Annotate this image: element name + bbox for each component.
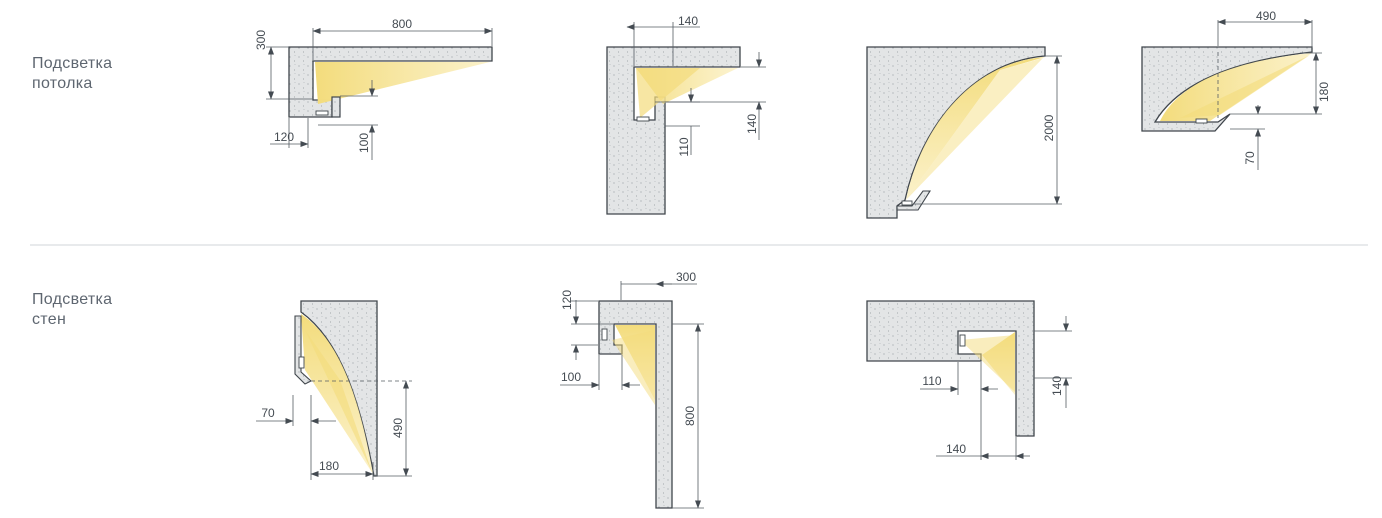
ceiling-cove-drawing-3: 2000 [866, 46, 1062, 219]
wall-cove-drawing-1: 70 180 490 [256, 300, 412, 480]
dimension-label: 800 [683, 406, 697, 426]
dimension-label: 100 [561, 370, 581, 384]
ceiling-cove-drawing-2: 140 140 110 [606, 14, 766, 215]
led-strip [636, 116, 650, 122]
dimension-label: 140 [946, 442, 966, 456]
section-label-line: стен [32, 311, 67, 328]
dimension-label: 490 [1256, 9, 1276, 23]
dimension-label: 180 [1317, 82, 1331, 102]
dimension-label: 300 [676, 270, 696, 284]
dimension-label: 800 [392, 17, 412, 31]
dimension-label: 140 [1050, 376, 1064, 396]
dimension-label: 120 [560, 290, 574, 310]
led-strip [901, 200, 913, 206]
section-label-line: Подсветка [32, 291, 113, 308]
light-beam [906, 58, 1043, 200]
section-label-line: Подсветка [32, 55, 113, 72]
led-strip [1195, 118, 1208, 124]
concrete-section [331, 96, 341, 118]
dimension-label: 490 [391, 418, 405, 438]
light-beam [906, 57, 1045, 200]
light-beam [1180, 55, 1310, 118]
light-beam [1160, 53, 1312, 121]
concrete-section [1141, 46, 1313, 132]
light-beam [315, 62, 490, 104]
light-beam [612, 330, 655, 405]
ceiling-cove-drawing-1: 800 300 120 100 [254, 17, 493, 160]
dimension-label: 70 [261, 406, 275, 420]
dimension-label: 300 [254, 30, 268, 50]
dimension-label: 110 [922, 374, 941, 388]
ceiling-cove-drawing-4: 490 180 70 [1141, 9, 1331, 170]
section-label-ceiling: Подсветка потолка [32, 54, 112, 94]
light-beam [960, 335, 1015, 392]
light-beam [305, 330, 372, 472]
concrete-section [896, 190, 931, 211]
section-label-walls: Подсветка стен [32, 290, 112, 330]
concrete-section [598, 300, 673, 509]
dimension-label: 180 [319, 459, 339, 473]
section-label-line: потолка [32, 75, 93, 92]
concrete-section [606, 46, 741, 215]
dimension-label: 100 [357, 133, 371, 153]
concrete-section [288, 46, 493, 118]
concrete-section [300, 300, 378, 477]
dimension-label: 120 [274, 130, 294, 144]
concrete-section [866, 46, 1046, 219]
dimension-label: 2000 [1042, 114, 1056, 141]
concrete-section [866, 300, 1035, 437]
dimension-label: 140 [745, 114, 759, 134]
wall-cove-drawing-3: 110 140 140 [866, 300, 1072, 460]
wall-cove-drawing-2: 300 120 100 800 [560, 270, 704, 509]
light-beam [636, 68, 700, 118]
dimension-label: 110 [677, 137, 691, 156]
led-strip [298, 356, 305, 369]
dimension-label: 70 [1243, 151, 1257, 165]
section-divider [30, 244, 1368, 246]
led-strip [959, 334, 966, 347]
led-strip [601, 328, 608, 341]
led-strip [315, 110, 329, 116]
dimension-label: 140 [678, 14, 698, 28]
